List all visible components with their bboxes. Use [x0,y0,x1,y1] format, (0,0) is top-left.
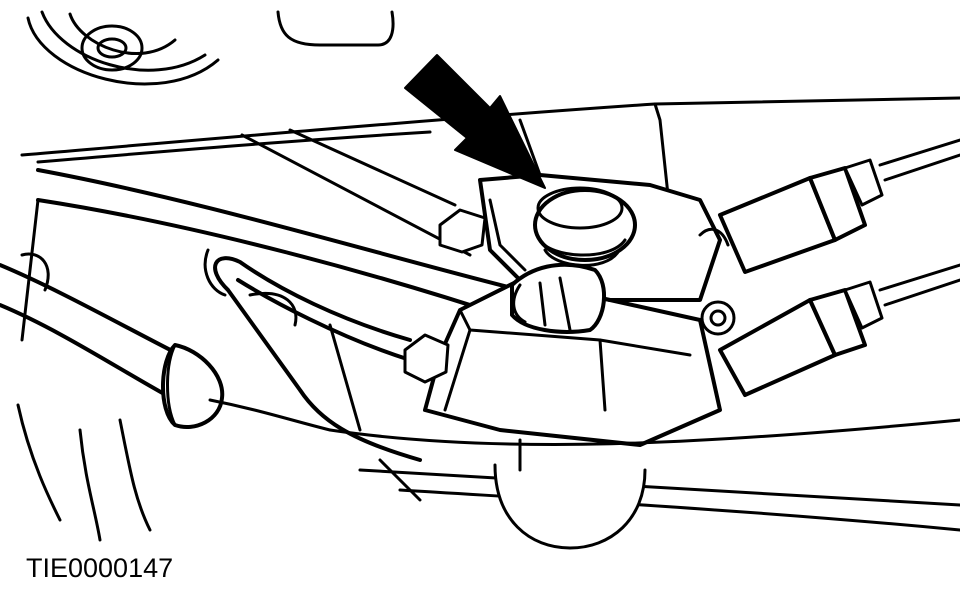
lower-crossmember [328,418,960,550]
frame-rails [20,96,960,257]
upper-right-fitting [698,138,960,274]
central-fitting [510,186,637,334]
lower-right-fitting [718,263,960,397]
mounting-bolts [403,208,736,384]
hub-circle-detail [26,10,395,86]
lower-left-hoses [0,252,332,542]
u-bend-tube [203,248,422,462]
arrow-pointer-icon [404,54,546,189]
figure-caption: TIE0000147 [26,553,174,583]
brake-tube-long [20,168,522,342]
